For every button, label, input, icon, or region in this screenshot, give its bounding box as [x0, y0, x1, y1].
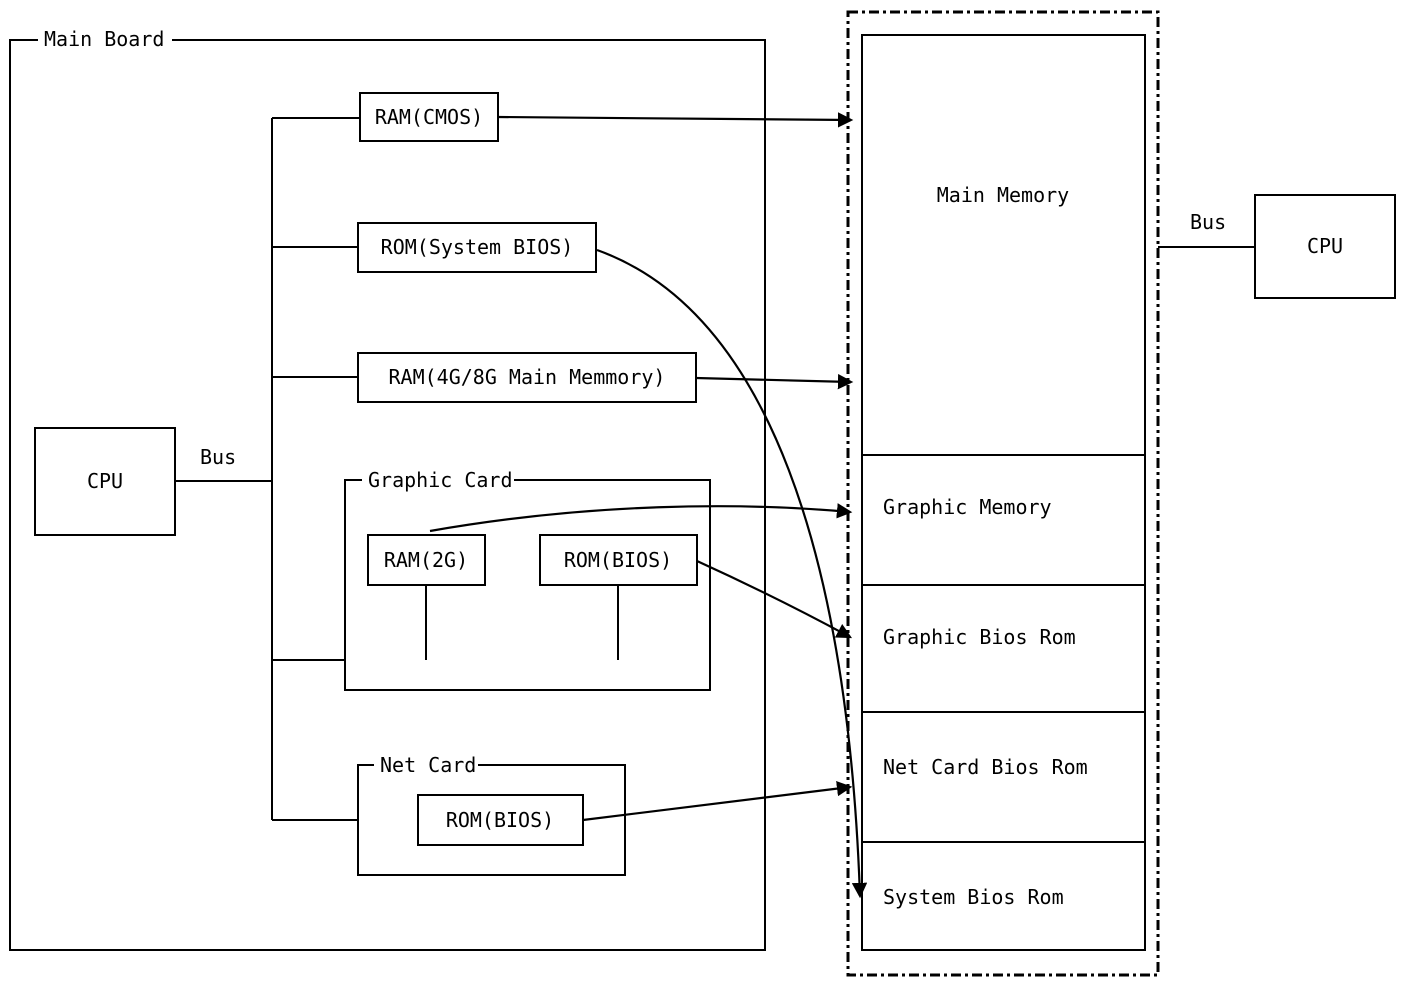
memory-section-system-bios-rom: System Bios Rom — [883, 885, 1064, 909]
net-card-label-bg — [374, 755, 478, 775]
arrow-graphic-rom-to-graphic-bios-rom — [696, 559, 853, 639]
ram-cmos-label: RAM(CMOS) — [375, 105, 483, 129]
graphic-ram-label: RAM(2G) — [384, 548, 468, 572]
cpu-right-label: CPU — [1307, 234, 1343, 258]
memory-section-main-memory: Main Memory — [937, 183, 1069, 207]
arrow-ram-cmos-to-main-memory — [497, 112, 854, 128]
memory-section-graphic-memory: Graphic Memory — [883, 495, 1052, 519]
cpu-left-label: CPU — [87, 469, 123, 493]
ram-main-memory-box — [357, 352, 697, 403]
memory-map-outer-border — [846, 10, 1160, 977]
arrow-rom-system-bios-to-system-bios-rom — [596, 248, 868, 899]
arrow-net-rom-to-net-card-bios-rom — [582, 780, 853, 822]
memory-section-graphic-bios-rom: Graphic Bios Rom — [883, 625, 1076, 649]
memory-map-box — [861, 34, 1146, 951]
graphic-rom-label: ROM(BIOS) — [564, 548, 672, 572]
ram-main-memory-label: RAM(4G/8G Main Memmory) — [389, 365, 666, 389]
cpu-left-box — [34, 427, 176, 536]
bus-left-label: Bus — [200, 445, 236, 469]
net-rom-box — [417, 794, 584, 846]
bus-right-label: Bus — [1190, 210, 1226, 234]
ram-cmos-box — [359, 92, 499, 142]
graphic-ram-box — [367, 534, 486, 586]
main-board-label-bg — [38, 28, 172, 50]
rom-system-bios-box — [357, 222, 597, 273]
graphic-card-label-bg — [362, 470, 514, 490]
arrow-ram-main-to-main-memory — [695, 373, 854, 390]
graphic-card-label: Graphic Card — [368, 468, 513, 492]
rom-system-bios-label: ROM(System BIOS) — [381, 235, 574, 259]
net-rom-label: ROM(BIOS) — [446, 808, 554, 832]
arrow-graphic-ram-to-graphic-memory — [429, 503, 853, 533]
memory-section-net-card-bios-rom: Net Card Bios Rom — [883, 755, 1088, 779]
net-card-label: Net Card — [380, 753, 476, 777]
cpu-right-box — [1254, 194, 1396, 299]
main-board-label: Main Board — [44, 27, 164, 51]
